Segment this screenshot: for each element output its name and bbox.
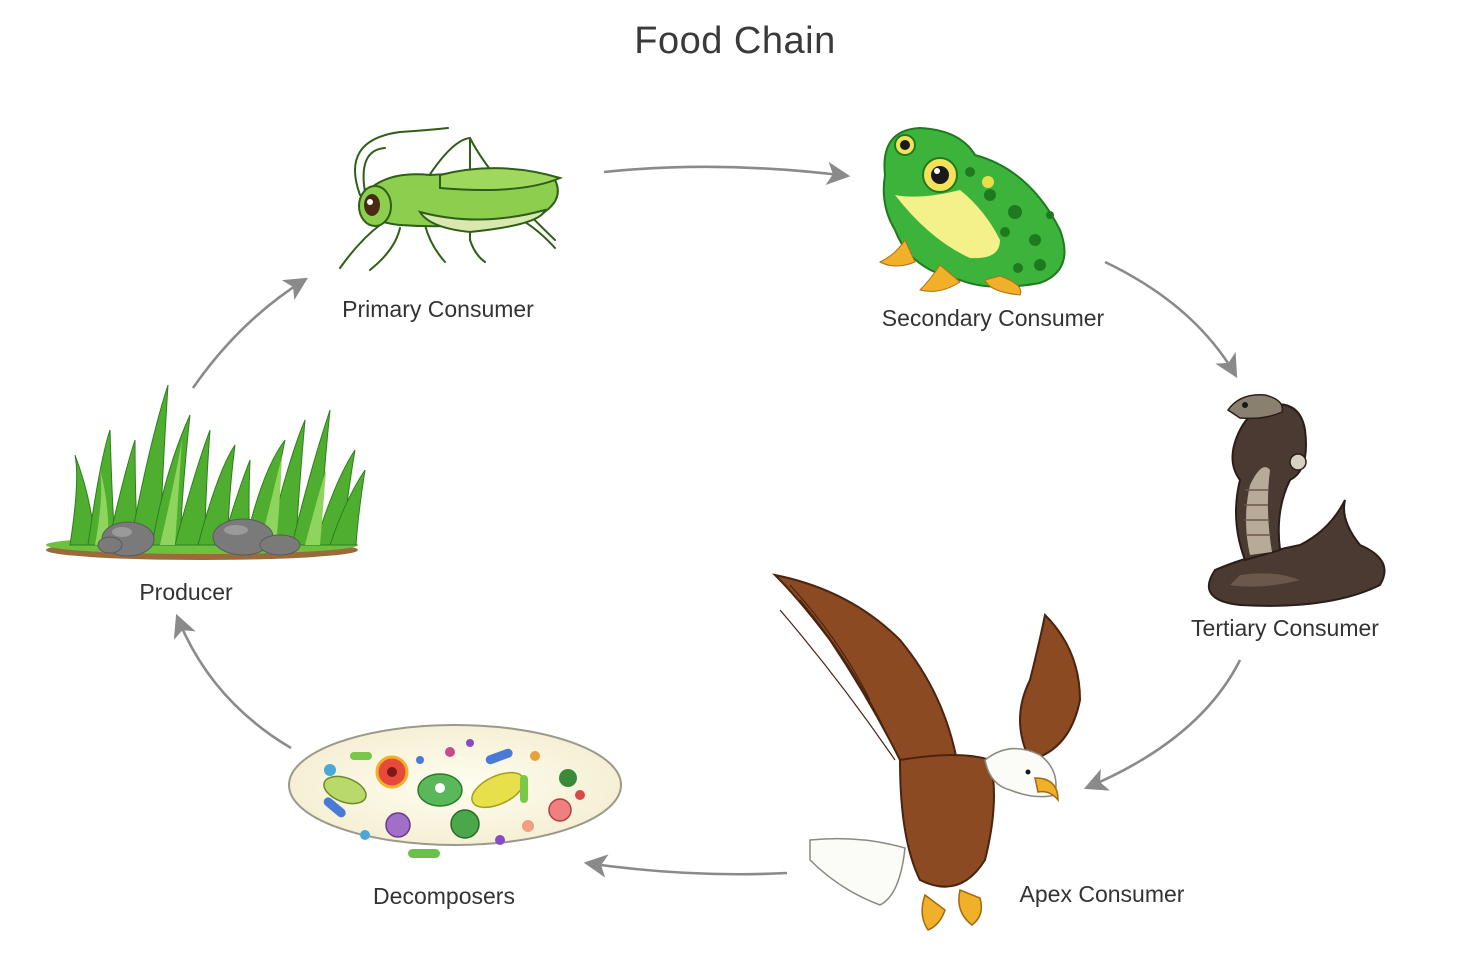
stage-label-tertiary-consumer: Tertiary Consumer: [1191, 615, 1379, 641]
arrow-decomposers-to-producer: [173, 613, 292, 750]
arrow-tertiary-to-apex: [1083, 659, 1242, 791]
stage-label-primary-consumer: Primary Consumer: [342, 296, 534, 322]
arrow-primary-to-secondary: [603, 161, 851, 185]
cobra-icon: [1207, 394, 1386, 607]
grass-icon: [46, 384, 366, 560]
arrow-secondary-to-tertiary: [1104, 260, 1238, 379]
eagle-icon: [771, 573, 1082, 931]
frog-icon: [878, 126, 1066, 296]
arrow-apex-to-decomposers: [583, 854, 788, 878]
arrow-producer-to-primary: [191, 277, 308, 389]
stage-label-producer: Producer: [139, 579, 233, 605]
diagram-title: Food Chain: [634, 20, 836, 62]
stage-label-decomposers: Decomposers: [373, 883, 515, 909]
flow-arrows: [173, 161, 1242, 878]
stage-label-secondary-consumer: Secondary Consumer: [881, 305, 1105, 331]
grasshopper-icon: [339, 127, 563, 271]
microbes-icon: [288, 724, 622, 858]
stage-label-apex-consumer: Apex Consumer: [1019, 881, 1185, 907]
microbe-cluster: [323, 739, 585, 858]
